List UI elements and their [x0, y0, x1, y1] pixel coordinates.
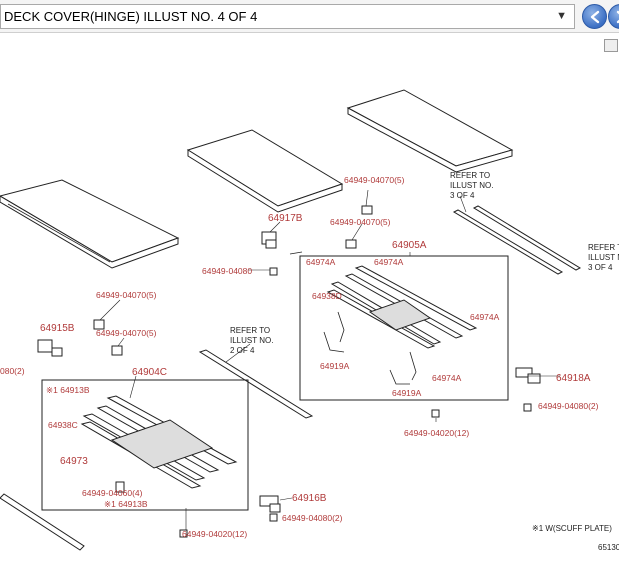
part-label[interactable]: 64949-04070(5): [344, 175, 405, 185]
bracket-64915B: [37, 339, 63, 357]
part-label[interactable]: 64949-04070(5): [330, 217, 391, 227]
svg-text:3 OF 4: 3 OF 4: [450, 191, 475, 200]
svg-text:3 OF 4: 3 OF 4: [588, 263, 613, 272]
svg-text:ILLUST NO.: ILLUST NO.: [230, 336, 273, 345]
part-label[interactable]: ※1 64913B: [46, 385, 90, 395]
toolbar: DECK COVER(HINGE) ILLUST NO. 4 OF 4 ▼: [0, 0, 619, 33]
part-label[interactable]: 64974A: [432, 373, 462, 383]
part-label[interactable]: 64949-04080(2): [282, 513, 343, 523]
illustration-selector[interactable]: DECK COVER(HINGE) ILLUST NO. 4 OF 4 ▼: [0, 4, 575, 29]
footnote: ※1 W(SCUFF PLATE): [532, 524, 612, 533]
part-label[interactable]: 64919A: [392, 388, 422, 398]
svg-text:REFER TO: REFER TO: [450, 171, 490, 180]
rail-set-right: [326, 265, 478, 349]
part-label[interactable]: 64949-04070(5): [96, 290, 157, 300]
part-label[interactable]: 64974A: [306, 257, 336, 267]
arrow-right-icon: [616, 10, 619, 24]
assembly-box-left: [41, 379, 249, 511]
part-label[interactable]: 64949-04060(4): [82, 488, 143, 498]
strip-middle: [198, 349, 314, 419]
part-label[interactable]: 64974A: [470, 312, 500, 322]
part-label[interactable]: 080(2): [0, 366, 25, 376]
svg-text:ILLUST NO.: ILLUST NO.: [450, 181, 493, 190]
part-label[interactable]: 64949-04020(12): [182, 529, 247, 539]
deck-panel-right: [346, 89, 514, 173]
clip-left: [93, 319, 123, 356]
illustration-title: DECK COVER(HINGE) ILLUST NO. 4 OF 4: [4, 9, 258, 24]
strip-bottom-left: [0, 493, 85, 551]
strip-right-upper: [452, 205, 582, 275]
clip-top: [345, 205, 373, 249]
refer-note-3of4-a: REFER TO ILLUST NO. 3 OF 4: [450, 171, 493, 200]
svg-text:ILLUST N: ILLUST N: [588, 253, 619, 262]
refer-note-3of4-b: REFER T ILLUST N 3 OF 4: [588, 243, 619, 272]
bracket-64916B: [259, 495, 281, 513]
deck-panel-left: [0, 179, 180, 269]
forward-button[interactable]: [608, 4, 619, 29]
chevron-down-icon[interactable]: ▼: [556, 10, 567, 22]
rail-set-left: [80, 395, 238, 489]
part-label[interactable]: 64917B: [268, 213, 303, 224]
deck-panel-middle: [186, 129, 344, 213]
assembly-box-right: [299, 255, 509, 401]
part-label[interactable]: 64916B: [292, 493, 327, 504]
part-label[interactable]: 64973: [60, 456, 88, 467]
bracket-64917B: [261, 231, 303, 255]
part-label[interactable]: 64915B: [40, 323, 75, 334]
arrow-left-icon: [590, 10, 600, 24]
back-button[interactable]: [582, 4, 607, 29]
svg-text:REFER TO: REFER TO: [230, 326, 270, 335]
hinge-parts: [115, 267, 532, 538]
part-label[interactable]: 64949-04080(2): [538, 401, 599, 411]
part-label[interactable]: 64938C: [48, 420, 78, 430]
part-label[interactable]: 64938D: [312, 291, 342, 301]
bracket-64918A: [515, 367, 541, 384]
part-label[interactable]: ※1 64913B: [104, 499, 148, 509]
part-label[interactable]: 64949-04080: [202, 266, 252, 276]
window-control[interactable]: [604, 39, 618, 52]
part-label[interactable]: 64919A: [320, 361, 350, 371]
parts-diagram: 64949-04070(5) 64949-04070(5) 64917B 649…: [0, 89, 619, 552]
part-label[interactable]: 64949-04020(12): [404, 428, 469, 438]
part-label[interactable]: 64905A: [392, 240, 427, 251]
part-label[interactable]: 64904C: [132, 367, 167, 378]
part-label[interactable]: 64974A: [374, 257, 404, 267]
leader-lines: [99, 189, 560, 530]
figure-number: 65130: [598, 543, 619, 552]
svg-text:REFER T: REFER T: [588, 243, 619, 252]
svg-text:2 OF 4: 2 OF 4: [230, 346, 255, 355]
part-label[interactable]: 64918A: [556, 373, 591, 384]
refer-note-2of4: REFER TO ILLUST NO. 2 OF 4: [230, 326, 273, 355]
part-label[interactable]: 64949-04070(5): [96, 328, 157, 338]
